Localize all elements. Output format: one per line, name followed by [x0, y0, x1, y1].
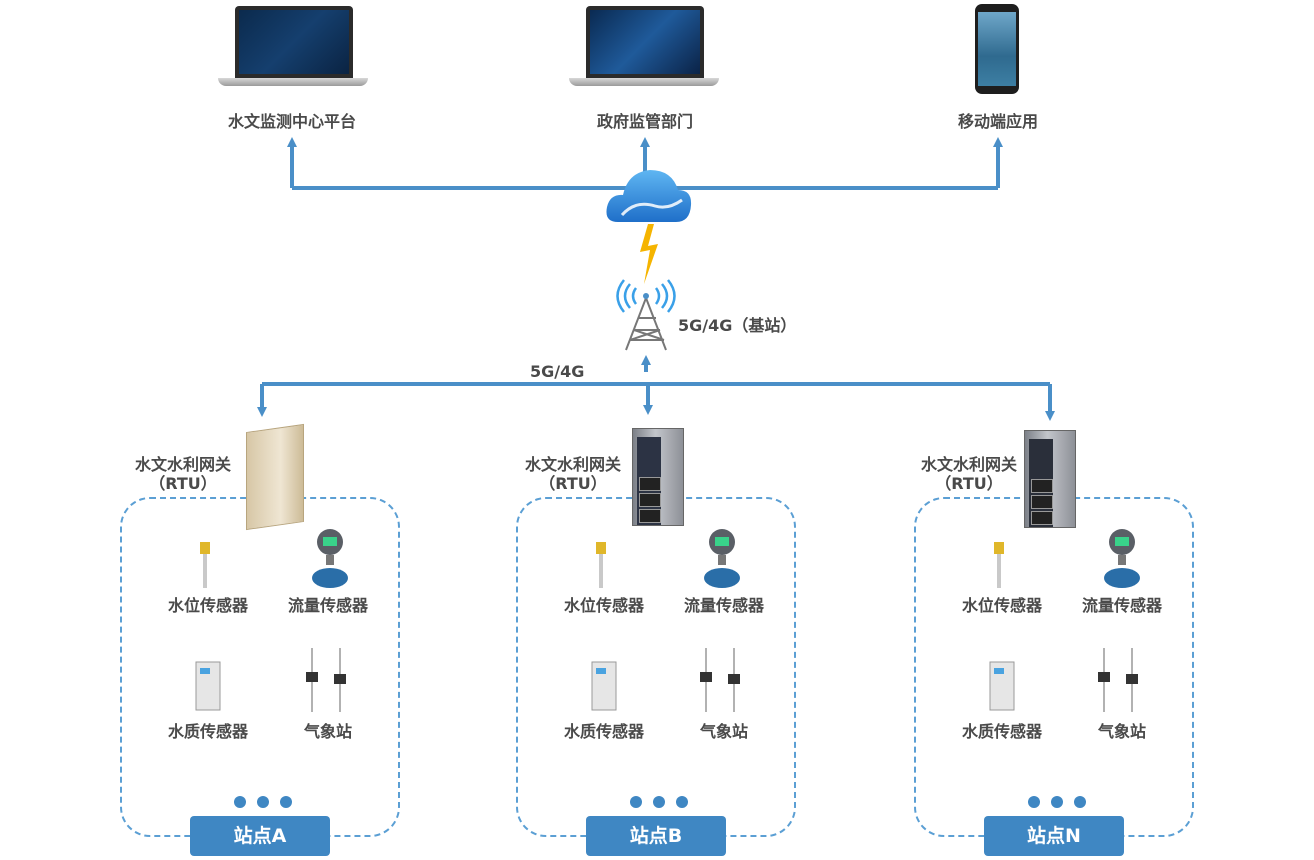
more-dots [630, 793, 700, 808]
lower-bus [257, 355, 1055, 421]
station-b-boundary [516, 497, 796, 837]
sensor-label: 水位传感器 [167, 596, 248, 615]
top-node-label-mobile: 移动端应用 [957, 112, 1038, 131]
station-tag: 站点A [190, 816, 330, 856]
station-n-boundary [914, 497, 1194, 837]
sensor-label: 水质传感器 [563, 722, 644, 741]
gateway-label: 水文水利网关 [524, 455, 621, 474]
station-tag: 站点B [586, 816, 726, 856]
gateway-sublabel: （RTU） [539, 474, 607, 493]
tower-label: 5G/4G（基站） [678, 316, 797, 335]
sensor-label: 流量传感器 [287, 596, 368, 615]
station-tag: 站点N [984, 816, 1124, 856]
rtu-gateway-icon [246, 423, 304, 531]
mobile-phone [975, 4, 1019, 94]
lightning-icon [640, 224, 658, 284]
sensor-label: 水位传感器 [961, 596, 1042, 615]
gateway-label: 水文水利网关 [920, 455, 1017, 474]
station-a-boundary [120, 497, 400, 837]
sensor-label: 气象站 [303, 722, 352, 741]
more-dots [1028, 793, 1098, 808]
rtu-gateway-icon [1024, 430, 1076, 528]
link-label: 5G/4G [530, 362, 585, 381]
top-node-label-platform: 水文监测中心平台 [227, 112, 356, 131]
gateway-label: 水文水利网关 [134, 455, 231, 474]
sensor-label: 气象站 [1097, 722, 1146, 741]
sensor-label: 水质传感器 [961, 722, 1042, 741]
cloud-icon [606, 170, 692, 222]
sensor-label: 流量传感器 [683, 596, 764, 615]
gateway-sublabel: （RTU） [935, 474, 1003, 493]
gateway-sublabel: （RTU） [149, 474, 217, 493]
more-dots [234, 793, 304, 808]
sensor-label: 水质传感器 [167, 722, 248, 741]
cell-tower-icon [616, 279, 676, 351]
rtu-gateway-icon [632, 428, 684, 526]
sensor-label: 水位传感器 [563, 596, 644, 615]
sensor-label: 流量传感器 [1081, 596, 1162, 615]
top-node-label-government: 政府监管部门 [596, 112, 693, 131]
sensor-label: 气象站 [699, 722, 748, 741]
